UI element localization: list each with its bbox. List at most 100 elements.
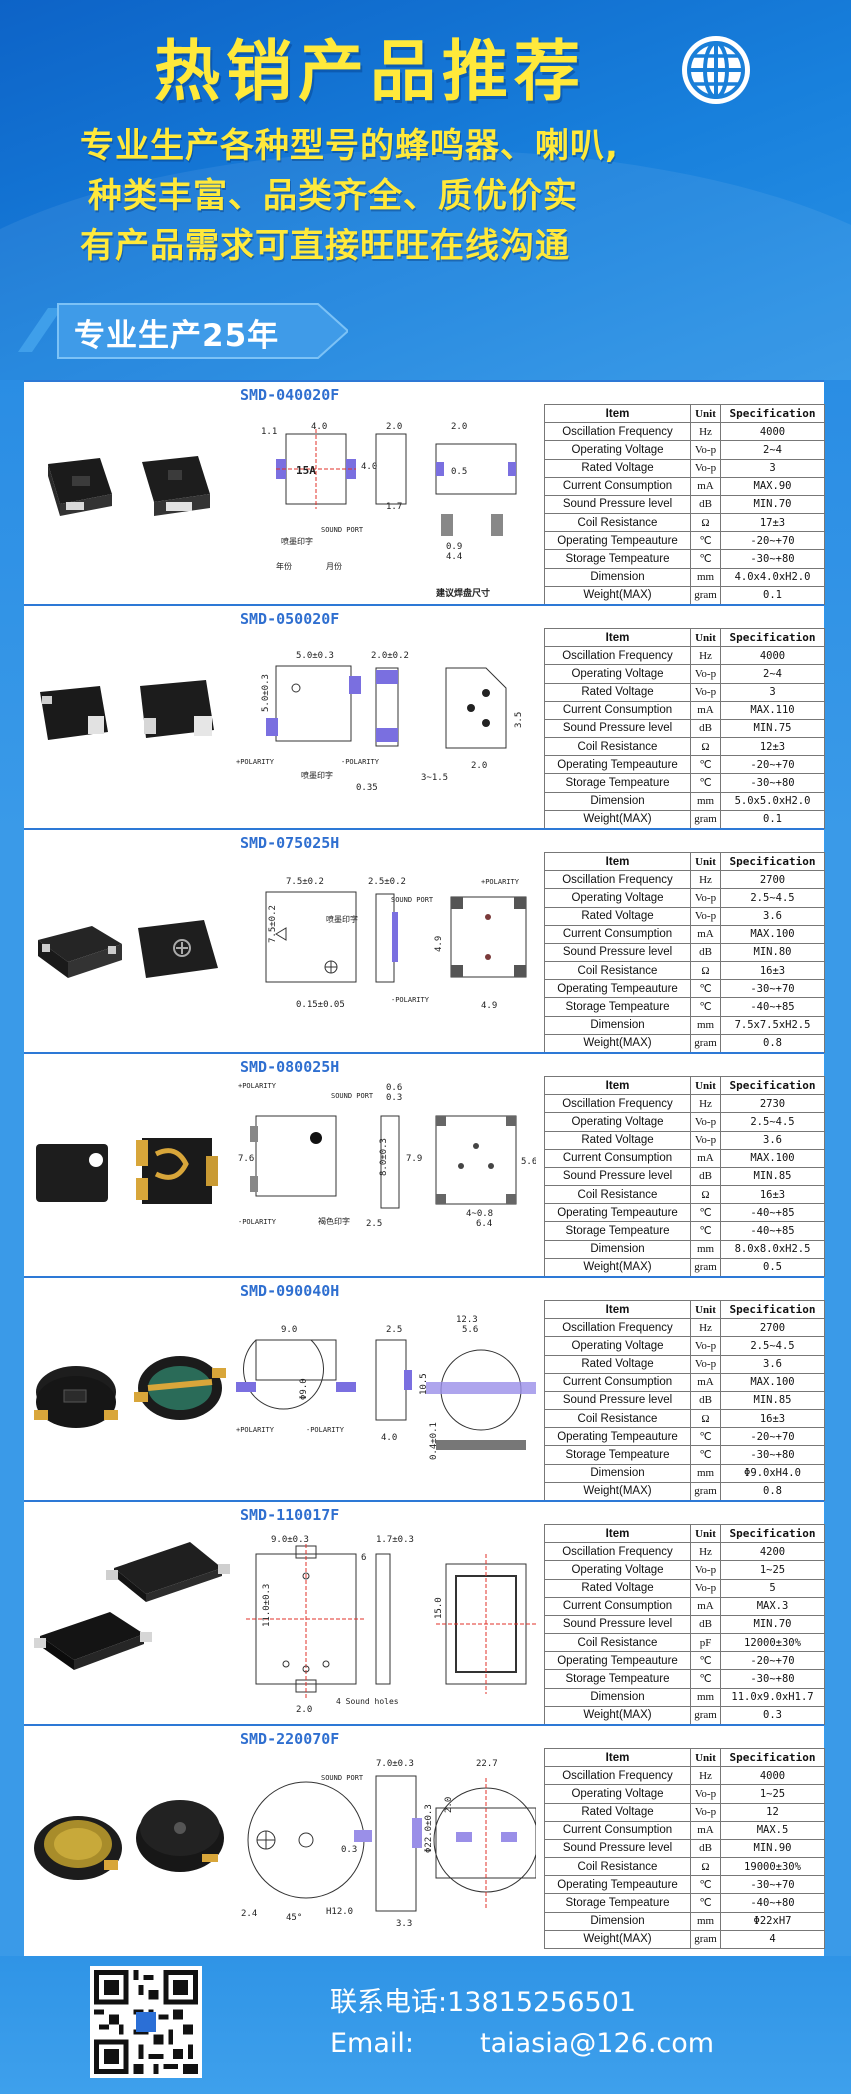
spec-unit: ℃: [690, 1427, 721, 1447]
spec-unit: mm: [690, 567, 721, 587]
spec-unit: Vo-p: [690, 1784, 721, 1804]
spec-value: MAX.5: [720, 1820, 825, 1840]
technical-drawing: 9.0±0.3 1.7±0.3 11.0±0.3 6 15.0 2.0 4 So…: [246, 1535, 536, 1715]
product-model: SMD-110017F: [240, 1506, 340, 1524]
spec-value: 16±3: [720, 961, 825, 981]
spec-item: Current Consumption: [544, 1596, 691, 1616]
spec-item: Rated Voltage: [544, 1578, 691, 1598]
product-model: SMD-090040H: [240, 1282, 340, 1300]
spec-item: Operating Voltage: [544, 440, 691, 460]
spec-item: Current Consumption: [544, 476, 691, 496]
spec-value: 4000: [720, 1766, 825, 1786]
product-card: SMD-220070F 7.0±0.3 22.7 SOUND PORT Φ22.…: [24, 1724, 825, 1949]
spec-item: Storage Tempeature: [544, 549, 691, 569]
spec-value: Φ22xH7: [720, 1911, 825, 1931]
spec-value: MIN.85: [720, 1166, 825, 1187]
spec-value: 11.0x9.0xH1.7: [720, 1687, 825, 1707]
spec-value: 3: [720, 682, 825, 702]
technical-drawing: 5.0±0.3 2.0±0.2 5.0±0.3 0.35 3~1.5 2.0 3…: [236, 651, 524, 793]
spec-item: Operating Voltage: [544, 1336, 691, 1356]
spec-item: Sound Pressure level: [544, 942, 691, 963]
spec-item: Coil Resistance: [544, 1185, 691, 1205]
spec-value: MIN.85: [720, 1390, 825, 1411]
spec-unit: mA: [690, 700, 721, 720]
spec-unit: Hz: [690, 1542, 721, 1562]
spec-unit: Vo-p: [690, 888, 721, 908]
spec-unit: gram: [690, 1929, 721, 1949]
spec-item: Current Consumption: [544, 700, 691, 720]
spec-unit: ℃: [690, 773, 721, 793]
spec-item: Oscillation Frequency: [544, 646, 691, 666]
drawing-label: 2.5: [386, 1325, 402, 1335]
drawing-label: 5.0±0.3: [296, 651, 334, 661]
phone-number[interactable]: 13815256501: [447, 1987, 637, 2018]
spec-unit: dB: [690, 718, 721, 739]
spec-header-spec: Specification: [720, 1299, 825, 1320]
spec-value: 2.5~4.5: [720, 1112, 825, 1132]
drawing-label: 2.0: [471, 761, 487, 771]
spec-item: Oscillation Frequency: [544, 1542, 691, 1562]
badge-label: 专业生产25年: [74, 318, 280, 354]
drawing-label: 2.0: [386, 422, 402, 432]
spec-value: 7.5x7.5xH2.5: [720, 1015, 825, 1035]
drawing-label: +POLARITY: [236, 758, 275, 766]
spec-unit: mA: [690, 1596, 721, 1616]
drawing-label: 7.5±0.2: [286, 877, 324, 887]
spec-value: 1~25: [720, 1560, 825, 1580]
spec-value: -20~+70: [720, 531, 825, 551]
spec-header-unit: Unit: [690, 1299, 721, 1320]
spec-header-item: Item: [544, 627, 691, 648]
spec-unit: ℃: [690, 979, 721, 999]
drawing-label: 4.9: [481, 1001, 497, 1011]
drawing-label: 建议焊盘尺寸: [436, 587, 490, 599]
spec-header-spec: Specification: [720, 851, 825, 872]
spec-value: 0.8: [720, 1481, 825, 1501]
spec-item: Rated Voltage: [544, 1354, 691, 1374]
drawing-label: 1.7: [386, 502, 402, 512]
spec-item: Sound Pressure level: [544, 1166, 691, 1187]
spec-item: Sound Pressure level: [544, 1390, 691, 1411]
drawing-label: 0.35: [356, 783, 378, 793]
spec-value: 4.0x4.0xH2.0: [720, 567, 825, 587]
spec-item: Sound Pressure level: [544, 1838, 691, 1859]
spec-unit: Vo-p: [690, 664, 721, 684]
spec-unit: Hz: [690, 422, 721, 442]
spec-value: 2~4: [720, 664, 825, 684]
spec-unit: mm: [690, 1015, 721, 1035]
product-model: SMD-040020F: [240, 386, 340, 404]
spec-item: Coil Resistance: [544, 1633, 691, 1653]
spec-item: Operating Tempeauture: [544, 531, 691, 551]
spec-item: Rated Voltage: [544, 1802, 691, 1822]
drawing-label: 10.5: [419, 1373, 429, 1395]
spec-value: 4000: [720, 646, 825, 666]
spec-item: Weight(MAX): [544, 1481, 691, 1501]
qr-code-icon[interactable]: [90, 1966, 202, 2078]
spec-unit: mA: [690, 1820, 721, 1840]
spec-unit: Hz: [690, 1318, 721, 1338]
spec-unit: gram: [690, 1257, 721, 1277]
phone-label: 联系电话:: [330, 1987, 448, 2018]
product-card: SMD-090040H 9.0 2.5 12.3 5.6 Φ9.0 +POLAR…: [24, 1276, 825, 1501]
spec-unit: Vo-p: [690, 1560, 721, 1580]
drawing-label: 0.4±0.1: [429, 1422, 439, 1460]
spec-unit: dB: [690, 1166, 721, 1187]
drawing-label: 月份: [326, 561, 342, 571]
spec-header-spec: Specification: [720, 1747, 825, 1768]
product-photo: [24, 382, 236, 604]
spec-item: Current Consumption: [544, 924, 691, 944]
spec-item: Dimension: [544, 1687, 691, 1707]
drawing-label: 6: [361, 1553, 366, 1563]
drawing-label: 7.0±0.3: [376, 1759, 414, 1769]
spec-item: Storage Tempeature: [544, 997, 691, 1017]
spec-value: -20~+70: [720, 1651, 825, 1671]
email-address[interactable]: taiasia@126.com: [480, 2028, 715, 2059]
drawing-label: 3.3: [396, 1919, 412, 1929]
spec-unit: ℃: [690, 531, 721, 551]
drawing-label: 0.3: [386, 1093, 402, 1103]
hero-banner: 热销产品推荐 专业生产各种型号的蜂鸣器、喇叭, 种类丰富、品类齐全、质优价实 有…: [0, 0, 851, 380]
drawing-label: -POLARITY: [238, 1218, 277, 1226]
